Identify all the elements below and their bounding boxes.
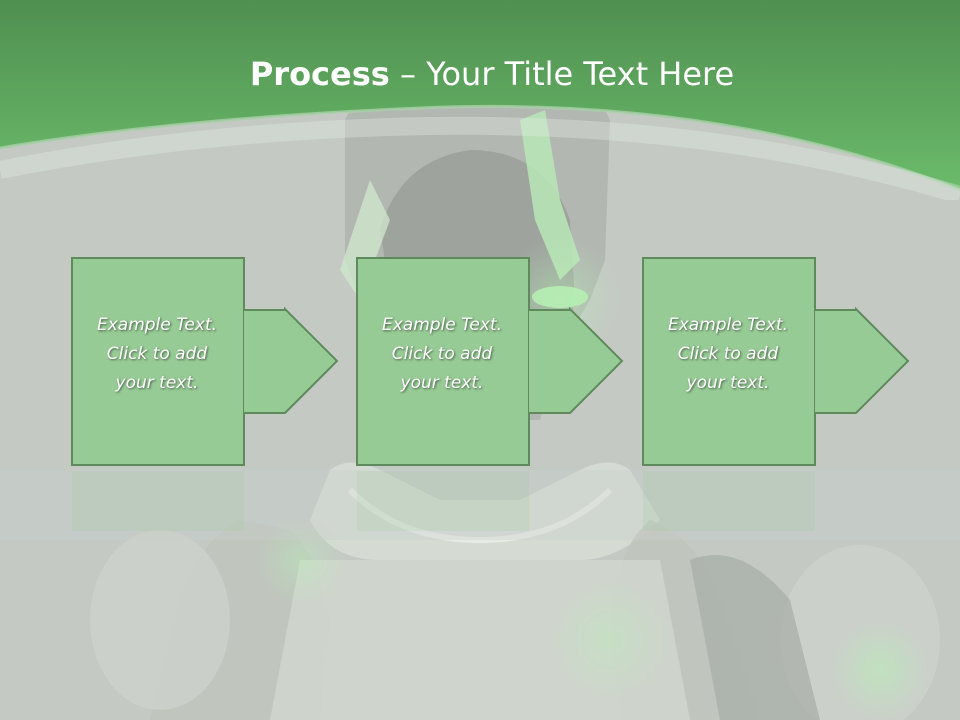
step-1-line-3: your text. (115, 373, 199, 393)
step-1-text: Example Text. Click to add your text. (71, 311, 243, 398)
step-1-line-1: Example Text. (96, 315, 218, 335)
process-step-2[interactable]: Example Text. Click to add your text. (356, 257, 696, 547)
step-3-line-1: Example Text. (667, 315, 789, 335)
arrow-right-icon (815, 306, 910, 414)
step-2-line-3: your text. (400, 373, 484, 393)
title-bold-text: Process (249, 55, 390, 93)
slide-title[interactable]: Process – Your Title Text Here (0, 50, 960, 98)
header-band (0, 0, 960, 200)
step-2-text: Example Text. Click to add your text. (356, 311, 528, 398)
step-3-text: Example Text. Click to add your text. (642, 311, 814, 398)
arrow-right-icon (529, 306, 624, 414)
step-1-line-2: Click to add (106, 344, 208, 364)
step-2-line-1: Example Text. (381, 315, 503, 335)
step-3-line-2: Click to add (677, 344, 779, 364)
step-3-line-3: your text. (686, 373, 770, 393)
process-step-1[interactable]: Example Text. Click to add your text. (71, 257, 411, 547)
process-step-3[interactable]: Example Text. Click to add your text. (642, 257, 960, 547)
arrow-right-icon (244, 306, 339, 414)
title-rest-text: – Your Title Text Here (389, 55, 735, 93)
step-2-line-2: Click to add (391, 344, 493, 364)
